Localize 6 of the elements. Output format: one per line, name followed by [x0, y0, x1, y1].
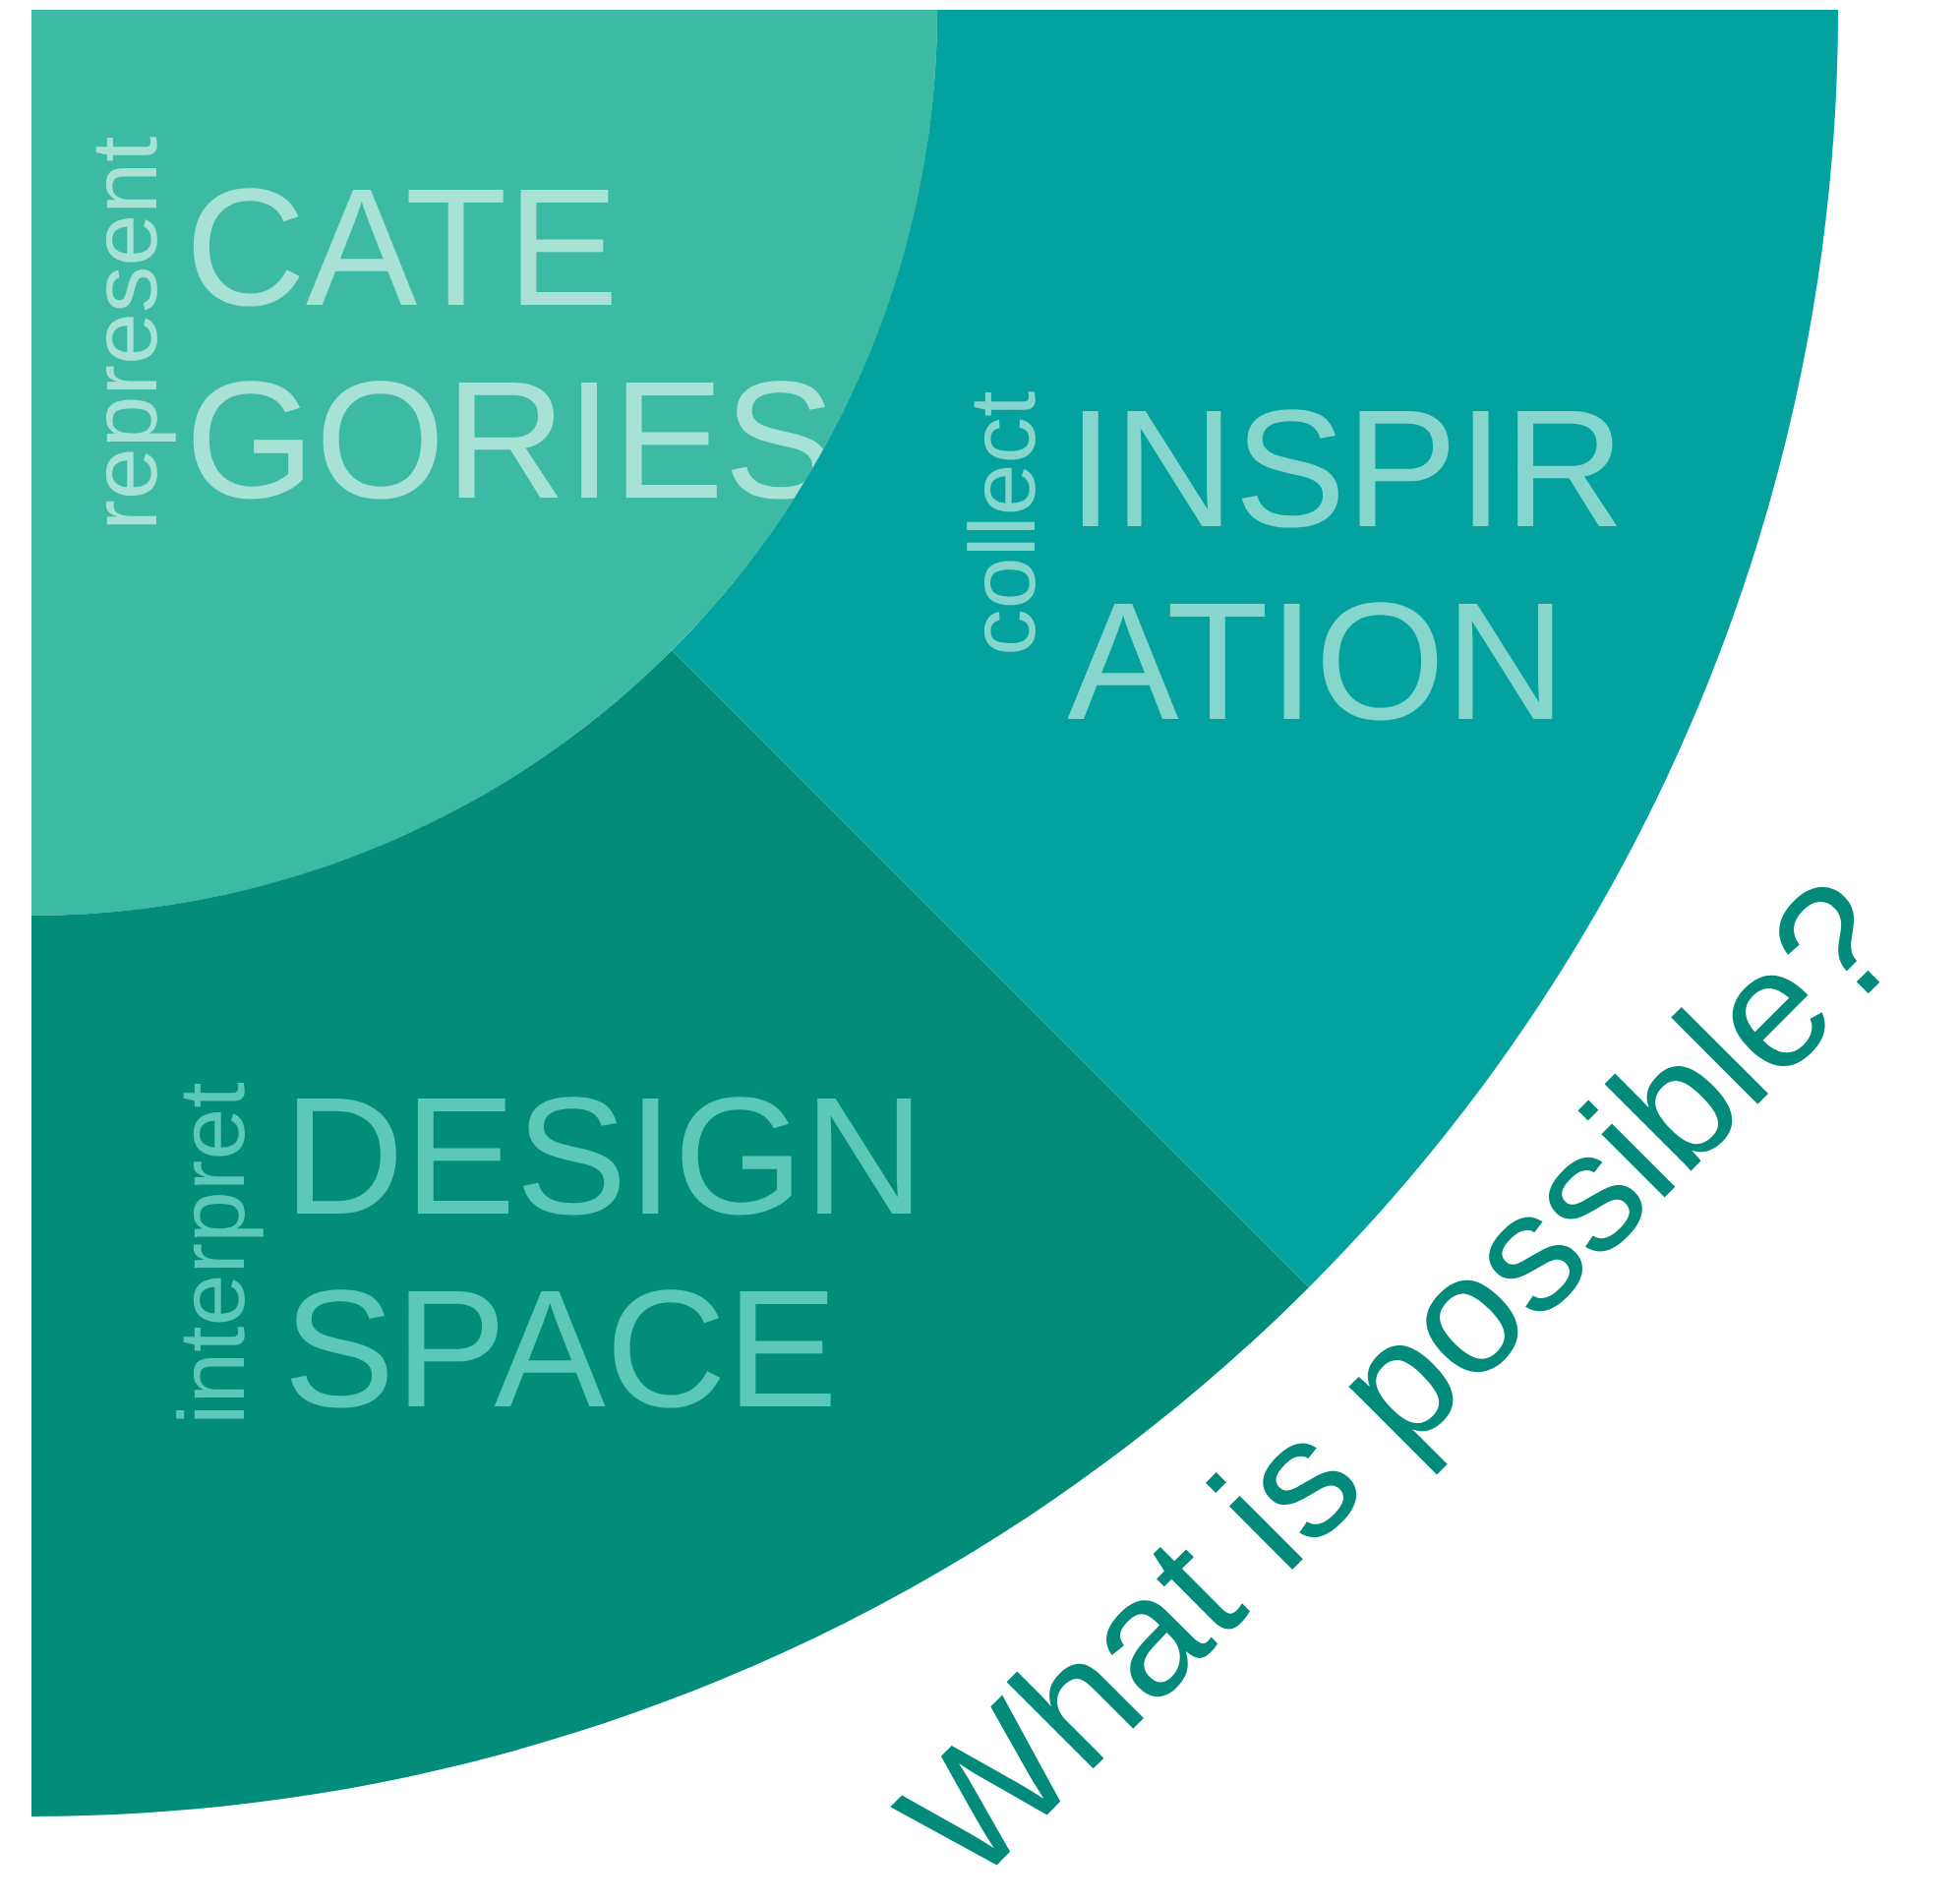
side-word: represent — [95, 137, 176, 525]
side-word: collect — [967, 391, 1036, 652]
heading: CATE GORIES — [193, 188, 828, 500]
heading: INSPIR ATION — [1067, 409, 1618, 721]
side-word: interpret — [176, 1083, 264, 1419]
heading: DESIGN SPACE — [290, 1097, 912, 1408]
